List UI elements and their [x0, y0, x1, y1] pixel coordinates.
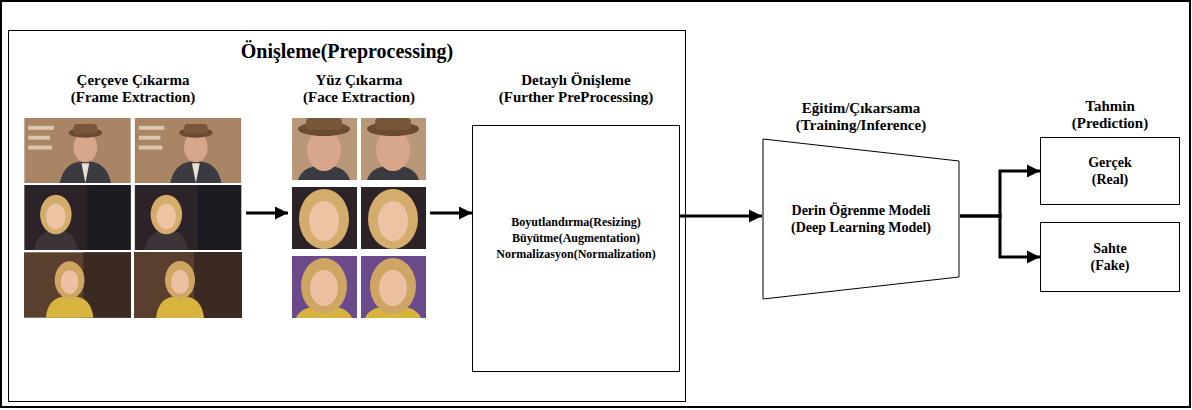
process-box: Boyutlandırma(Resizing) Büyütme(Augmenta… — [472, 125, 680, 372]
model-name: Derin Öğrenme Modeli (Deep Learning Mode… — [786, 202, 936, 236]
face-crop — [292, 187, 357, 249]
model-node: Eğitim/Çıkarsama (Training/Inference) Der… — [762, 96, 960, 301]
stage-heading: Çerçeve Çıkarma (Frame Extraction) — [63, 72, 203, 106]
model-label-area: Derin Öğrenme Modeli (Deep Learning Mode… — [762, 138, 960, 300]
image-group: Yüz Çıkarma (Face Extraction) — [288, 66, 430, 321]
video-frame — [135, 185, 241, 250]
arrow-connector — [960, 171, 1040, 216]
face-crop — [292, 118, 357, 180]
arrow-connector — [960, 216, 1040, 257]
face-crop — [361, 256, 426, 318]
video-frame — [24, 118, 130, 183]
result-label: Gerçek (Real) — [1075, 154, 1145, 188]
stage-heading: Yüz Çıkarma (Face Extraction) — [299, 72, 419, 106]
face-crop — [361, 118, 426, 180]
result-label: Sahte (Fake) — [1075, 240, 1145, 274]
process-node: Detaylı Önişleme (Further PreProcessing)… — [472, 66, 680, 372]
face-crop — [361, 187, 426, 249]
face-crop — [292, 256, 357, 318]
region-title: Önişleme(Preprocessing) — [241, 39, 454, 63]
result-box: Gerçek (Real) — [1040, 137, 1180, 205]
process-steps: Boyutlandırma(Resizing) Büyütme(Augmenta… — [481, 214, 671, 262]
image-group: Çerçeve Çıkarma (Frame Extraction) — [20, 66, 246, 321]
region-box: Önişleme(Preprocessing) Çerçeve Çıkarma (… — [8, 30, 686, 402]
stage-heading: Detaylı Önişleme (Further PreProcessing) — [496, 72, 656, 106]
video-frame — [134, 252, 242, 318]
video-frame — [135, 118, 241, 183]
trapezoid-outline — [763, 139, 959, 299]
video-frame — [24, 252, 131, 317]
arrow-connector — [246, 212, 288, 215]
stage-heading: Tahmin (Prediction) — [1060, 98, 1160, 132]
stage-heading: Eğitim/Çıkarsama (Training/Inference) — [762, 100, 960, 134]
arrow-connector — [430, 212, 472, 215]
trapezoid-shape — [762, 138, 960, 300]
arrow-connector — [680, 215, 762, 218]
result-box: Sahte (Fake) — [1040, 222, 1180, 292]
video-frame — [24, 185, 130, 250]
